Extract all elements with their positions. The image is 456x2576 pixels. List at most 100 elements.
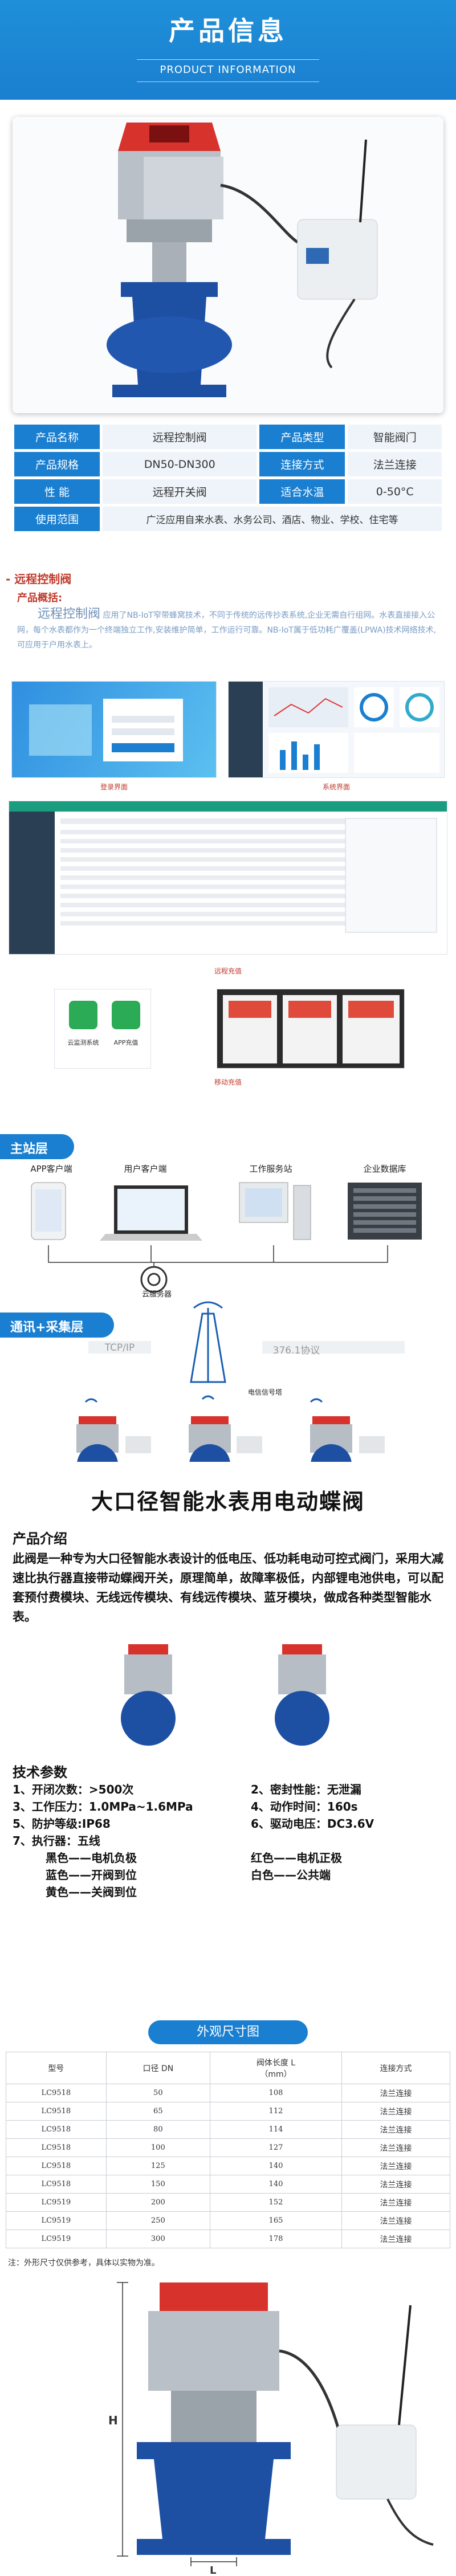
- table-cell: 165: [210, 2211, 342, 2230]
- page-subtitle: PRODUCT INFORMATION: [160, 64, 296, 76]
- wire-item: 蓝色——开阀到位: [46, 1868, 137, 1882]
- page-title: 产品信息: [169, 15, 287, 46]
- table-cell: 法兰连接: [341, 2120, 451, 2139]
- wire-list-right: 红色——电机正极 白色——公共端: [251, 1849, 342, 1884]
- label-cell: 性 能: [14, 479, 100, 504]
- table-row: 性 能 远程开关阀 适合水温 0-50°C: [14, 479, 442, 504]
- caption-remote: 远程充值: [214, 967, 242, 975]
- intro-heading: 产品介绍: [13, 1531, 67, 1547]
- table-cell: 140: [210, 2175, 342, 2194]
- user-client-label: 用户客户端: [124, 1164, 167, 1174]
- spec-list-right: 2、密封性能：无泄漏 4、动作时间：160s 6、驱动电压：DC3.6V: [251, 1781, 374, 1832]
- tcpip-label: TCP/IP: [104, 1342, 135, 1354]
- column-header: 连接方式: [341, 2052, 451, 2084]
- system-illustration: [229, 682, 439, 777]
- protocol-label: 376.1协议: [272, 1345, 320, 1356]
- label-cell: 适合水温: [259, 479, 345, 504]
- caption-system: 系统界面: [322, 783, 350, 791]
- system-screenshot: [228, 681, 445, 778]
- table-cell: 65: [105, 2102, 211, 2121]
- cloud-label: 云服务器: [141, 1290, 172, 1299]
- table-cell: LC9518: [6, 2102, 107, 2121]
- comm-layer-label: 通讯+采集层: [0, 1313, 114, 1338]
- spec-item: 7、执行器：五线: [13, 1834, 100, 1848]
- product-description: 此阀是一种专为大口径智能水表设计的低电压、低功耗电动可控式阀门，采用大减速比执行…: [13, 1552, 443, 1624]
- recharge-table-illustration: [9, 801, 447, 954]
- column-header-text: 阀体长度 L: [256, 2058, 296, 2068]
- table-cell: 法兰连接: [341, 2229, 451, 2248]
- spec-item: 2、密封性能：无泄漏: [251, 1783, 361, 1796]
- divider: [137, 81, 319, 82]
- table-cell: 152: [210, 2193, 342, 2212]
- table-cell: 300: [105, 2229, 211, 2248]
- tower-label: 电信信号塔: [247, 1388, 282, 1396]
- caption-login: 登录界面: [100, 783, 128, 791]
- spec-item: 3、工作压力：1.0MPa~1.6MPa: [13, 1800, 193, 1813]
- dimension-note: 注：外形尺寸仅供参考，具体以实物为准。: [8, 2259, 160, 2268]
- length-label: L: [210, 2565, 217, 2576]
- table-cell: 112: [210, 2102, 342, 2121]
- spec-heading: 技术参数: [13, 1764, 67, 1780]
- topology-diagram: [31, 1182, 422, 1462]
- table-cell: 法兰连接: [341, 2084, 451, 2102]
- value-cell: 法兰连接: [348, 452, 442, 476]
- table-cell: 200: [105, 2193, 211, 2212]
- login-illustration: [29, 699, 183, 761]
- table-row: 产品规格 DN50-DN300 连接方式 法兰连接: [14, 452, 442, 476]
- wire-list-left: 黑色——电机负极 蓝色——开阀到位 黄色——关阀到位: [46, 1849, 137, 1901]
- table-row: 产品名称 远程控制阀 产品类型 智能阀门: [14, 425, 442, 449]
- product-info-table: 产品名称 远程控制阀 产品类型 智能阀门 产品规格 DN50-DN300 连接方…: [11, 422, 445, 534]
- section-title: - 远程控制阀: [6, 572, 72, 586]
- table-cell: 140: [210, 2157, 342, 2175]
- table-cell: 法兰连接: [341, 2138, 451, 2157]
- caption-mobile: 移动充值: [214, 1078, 242, 1086]
- wire-item: 黑色——电机负极: [46, 1851, 137, 1865]
- table-cell: 100: [105, 2138, 211, 2157]
- login-screenshot: [11, 681, 217, 778]
- table-cell: 178: [210, 2229, 342, 2248]
- column-header: 型号: [6, 2052, 107, 2084]
- intro-lead: 远程控制阀: [38, 607, 101, 621]
- valve-illustration: [13, 117, 443, 413]
- table-cell: LC9519: [6, 2193, 107, 2212]
- table-cell: 150: [105, 2175, 211, 2194]
- app-client-label: APP客户端: [30, 1164, 72, 1174]
- table-cell: 法兰连接: [341, 2102, 451, 2121]
- column-header-unit: （mm）: [260, 2069, 292, 2079]
- column-header: 阀体长度 L（mm）: [210, 2052, 342, 2084]
- app-label: APP充值: [113, 1039, 139, 1046]
- spec-item: 1、开闭次数：>500次: [13, 1783, 134, 1796]
- app-label: 云监测系统: [67, 1039, 99, 1046]
- recharge-app-icon: [112, 1001, 140, 1029]
- enterprise-db-label: 企业数据库: [363, 1164, 406, 1174]
- table-cell: 108: [210, 2084, 342, 2102]
- label-cell: 产品名称: [14, 425, 100, 449]
- product-photo: [13, 117, 443, 413]
- table-cell: 法兰连接: [341, 2193, 451, 2212]
- phone-screens-illustration: [223, 995, 400, 1063]
- value-cell: 智能阀门: [348, 425, 442, 449]
- spec-item: 6、驱动电压：DC3.6V: [251, 1817, 374, 1831]
- intro-text: 应用了NB-IoT窄带蜂窝技术，不同于传统的远传抄表系统,企业无需自行组网。水表…: [17, 611, 437, 650]
- mobile-app-card: 云监测系统 APP充值: [54, 989, 151, 1069]
- table-cell: 法兰连接: [341, 2175, 451, 2194]
- table-cell: 127: [210, 2138, 342, 2157]
- value-cell: 广泛应用自来水表、水务公司、酒店、物业、学校、住宅等: [103, 507, 442, 531]
- table-cell: LC9518: [6, 2120, 107, 2139]
- table-cell: LC9519: [6, 2229, 107, 2248]
- spec-list-left: 1、开闭次数：>500次 3、工作压力：1.0MPa~1.6MPa 5、防护等级…: [13, 1781, 193, 1849]
- table-cell: 80: [105, 2120, 211, 2139]
- label-cell: 产品类型: [259, 425, 345, 449]
- table-cell: 125: [105, 2157, 211, 2175]
- value-cell: 远程开关阀: [103, 479, 257, 504]
- spec-item: 4、动作时间：160s: [251, 1800, 358, 1813]
- monitor-app-icon: [69, 1001, 97, 1029]
